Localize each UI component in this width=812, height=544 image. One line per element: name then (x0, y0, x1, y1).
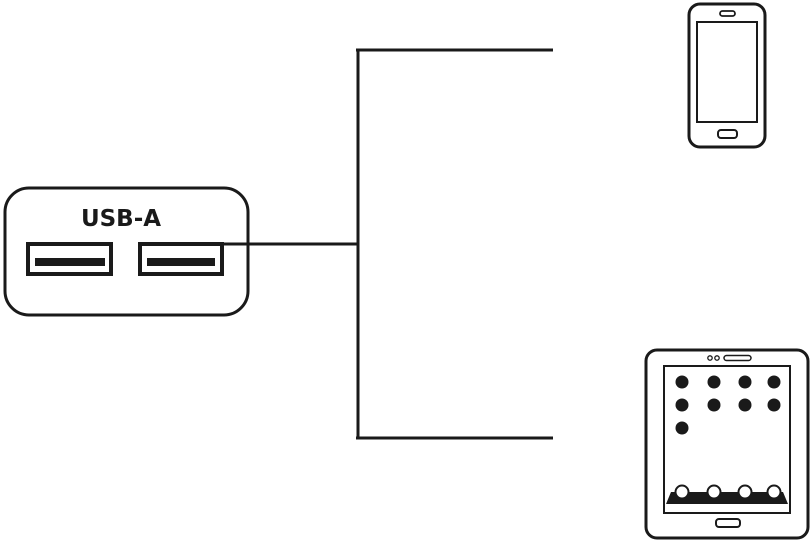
smartphone-icon (687, 2, 767, 149)
splitter-cable (180, 48, 553, 440)
usb-port-1 (26, 242, 113, 276)
charger-label: USB-A (81, 206, 161, 232)
tablet-icon (644, 348, 810, 540)
usb-charger: USB-A (3, 186, 250, 317)
tablet-dock (666, 484, 788, 504)
usb-port-2 (138, 242, 224, 276)
tablet-app-grid (675, 375, 781, 435)
charger-housing (3, 186, 250, 317)
